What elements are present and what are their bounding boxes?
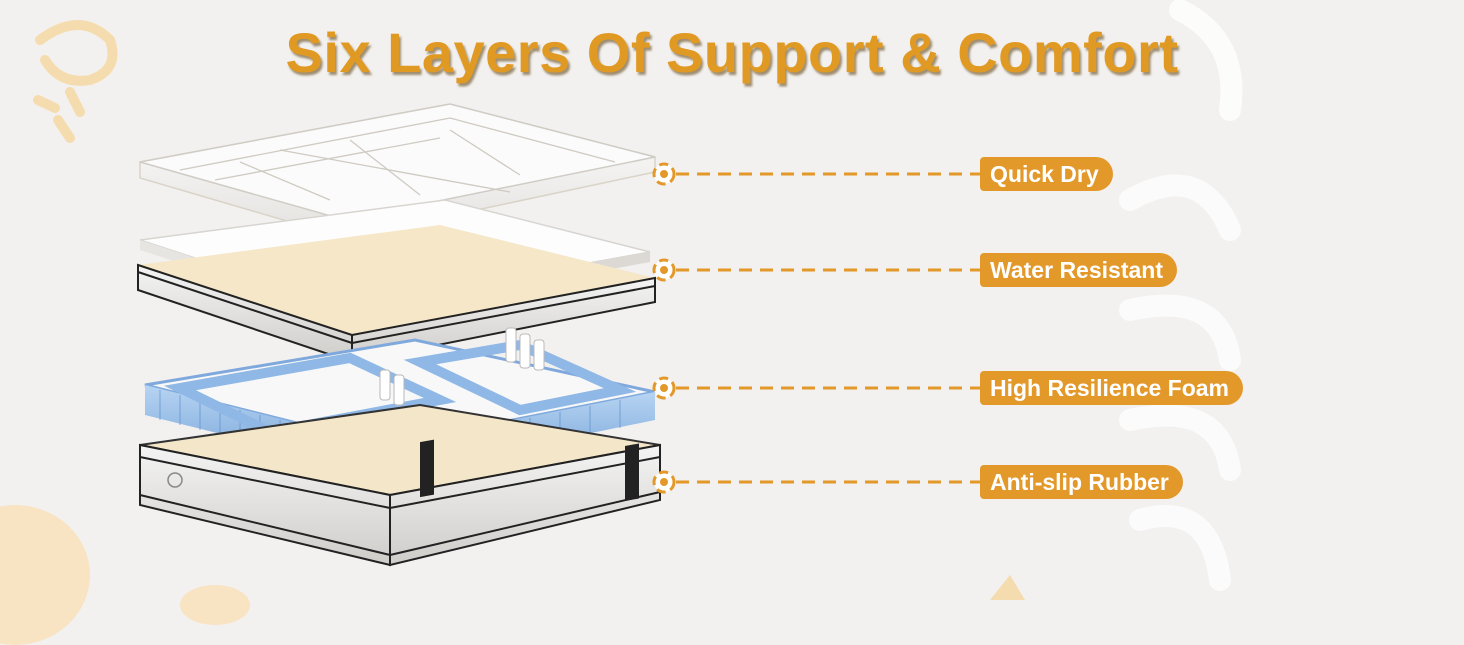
callout-connectors (652, 162, 980, 494)
page-title: Six Layers Of Support & Comfort (285, 21, 1179, 84)
mattress-layers-illustration (137, 103, 661, 567)
label-quick-dry: Quick Dry (980, 157, 1113, 191)
layer-quilted-top (139, 103, 656, 239)
label-anti-slip-rubber: Anti-slip Rubber (980, 465, 1183, 499)
layer-base-mattress (139, 403, 661, 567)
label-high-resilience-foam: High Resilience Foam (980, 371, 1244, 405)
layer-foam (137, 225, 656, 364)
label-water-resistant: Water Resistant (980, 253, 1177, 287)
